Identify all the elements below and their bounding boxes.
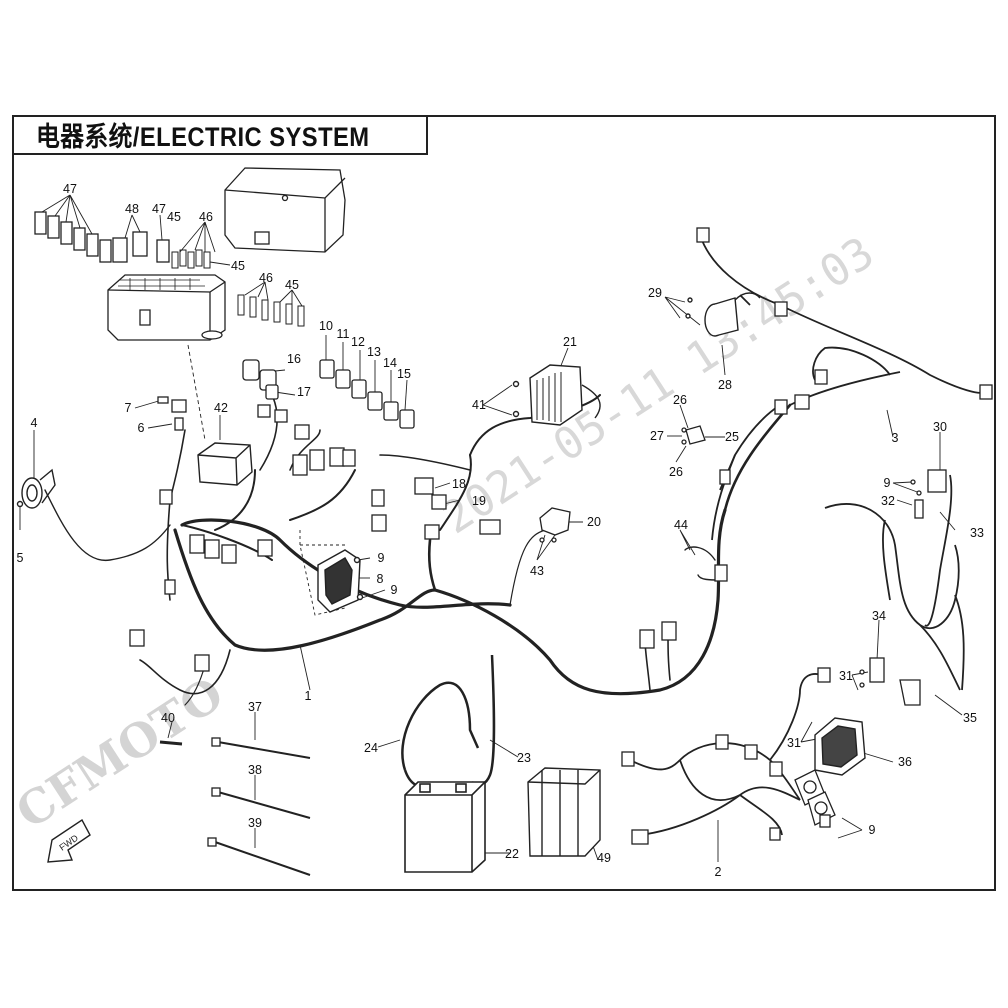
callout-18: 18 <box>452 477 466 491</box>
main-harness <box>44 379 792 706</box>
callout-2: 2 <box>715 865 722 879</box>
callout-9: 9 <box>869 823 876 837</box>
callout-19: 19 <box>472 494 486 508</box>
callout-15: 15 <box>397 367 411 381</box>
sensor-28 <box>685 292 761 337</box>
callout-47: 47 <box>152 202 166 216</box>
callout-1: 1 <box>305 689 312 703</box>
callout-8: 8 <box>377 572 384 586</box>
callout-3: 3 <box>892 431 899 445</box>
callout-41: 41 <box>472 398 486 412</box>
title-box: 电器系统/ELECTRIC SYSTEM <box>12 115 428 155</box>
callout-9: 9 <box>391 583 398 597</box>
callout-34: 34 <box>872 609 886 623</box>
callout-11: 11 <box>337 327 350 341</box>
ecu-36 <box>814 717 866 776</box>
watermark-timestamp: 2021-05-11 13:45:03 <box>433 227 883 544</box>
harness-33 <box>824 474 965 691</box>
callout-23: 23 <box>517 751 531 765</box>
sensor-30-32 <box>910 469 947 519</box>
callout-44: 44 <box>674 518 688 532</box>
callout-37: 37 <box>248 700 262 714</box>
callout-38: 38 <box>248 763 262 777</box>
harness-2-connectors <box>621 667 831 845</box>
battery-cables <box>401 654 496 789</box>
callout-36: 36 <box>898 755 912 769</box>
callout-20: 20 <box>587 515 601 529</box>
callout-9: 9 <box>884 476 891 490</box>
horn-4 <box>16 468 56 509</box>
callout-12: 12 <box>351 335 365 349</box>
callout-32: 32 <box>881 494 895 508</box>
callout-labels: 47 48 47 45 46 45 46 45 10 11 12 13 14 1… <box>17 182 984 879</box>
sensor-34-35 <box>859 657 921 706</box>
watermark-brand: CFMOTO <box>7 666 233 839</box>
callout-46: 46 <box>199 210 213 224</box>
connectors-9-lower <box>794 769 836 828</box>
callout-31: 31 <box>787 736 801 750</box>
cable-ties <box>159 737 311 876</box>
battery-22 <box>404 781 486 873</box>
callout-10: 10 <box>319 319 333 333</box>
callout-28: 28 <box>718 378 732 392</box>
callout-42: 42 <box>214 401 228 415</box>
callout-26: 26 <box>669 465 683 479</box>
callout-25: 25 <box>725 430 739 444</box>
callout-40: 40 <box>161 711 175 725</box>
callout-45: 45 <box>285 278 299 292</box>
callout-14: 14 <box>383 356 397 370</box>
callout-33: 33 <box>970 526 984 540</box>
callout-43: 43 <box>530 564 544 578</box>
callout-5: 5 <box>17 551 24 565</box>
callout-45: 45 <box>231 259 245 273</box>
callout-47: 47 <box>63 182 77 196</box>
part-20 <box>539 507 571 543</box>
relays-18-19 <box>414 477 447 510</box>
callout-26: 26 <box>673 393 687 407</box>
callout-31: 31 <box>839 669 853 683</box>
diagram-frame <box>12 115 996 891</box>
callout-48: 48 <box>125 202 139 216</box>
callout-16: 16 <box>287 352 301 366</box>
callout-29: 29 <box>648 286 662 300</box>
callout-24: 24 <box>364 741 378 755</box>
callout-27: 27 <box>650 429 664 443</box>
regulator-21 <box>512 364 601 426</box>
diagram-title: 电器系统/ELECTRIC SYSTEM <box>36 121 370 152</box>
callout-17: 17 <box>297 385 311 399</box>
battery-holder-49 <box>527 767 601 857</box>
callout-46: 46 <box>259 271 273 285</box>
flasher-relay-42 <box>197 442 253 486</box>
harness-2 <box>629 673 823 836</box>
bulb-sockets-16-17 <box>242 359 288 423</box>
ecu-module-8 <box>317 549 364 613</box>
callout-4: 4 <box>31 416 38 430</box>
callout-45: 45 <box>167 210 181 224</box>
callout-9: 9 <box>378 551 385 565</box>
rear-harness-connectors <box>696 227 993 485</box>
callout-6: 6 <box>138 421 145 435</box>
callout-35: 35 <box>963 711 977 725</box>
callout-30: 30 <box>933 420 947 434</box>
callout-22: 22 <box>505 847 519 861</box>
harness-connectors <box>129 424 728 672</box>
callout-7: 7 <box>125 401 132 415</box>
callout-49: 49 <box>597 851 611 865</box>
callout-13: 13 <box>367 345 381 359</box>
fuse-box-assembly <box>34 167 346 341</box>
switch-25-27 <box>681 425 706 445</box>
switches-10-15 <box>319 359 415 429</box>
callout-39: 39 <box>248 816 262 830</box>
switch-6-7 <box>157 396 187 431</box>
callout-21: 21 <box>563 335 577 349</box>
